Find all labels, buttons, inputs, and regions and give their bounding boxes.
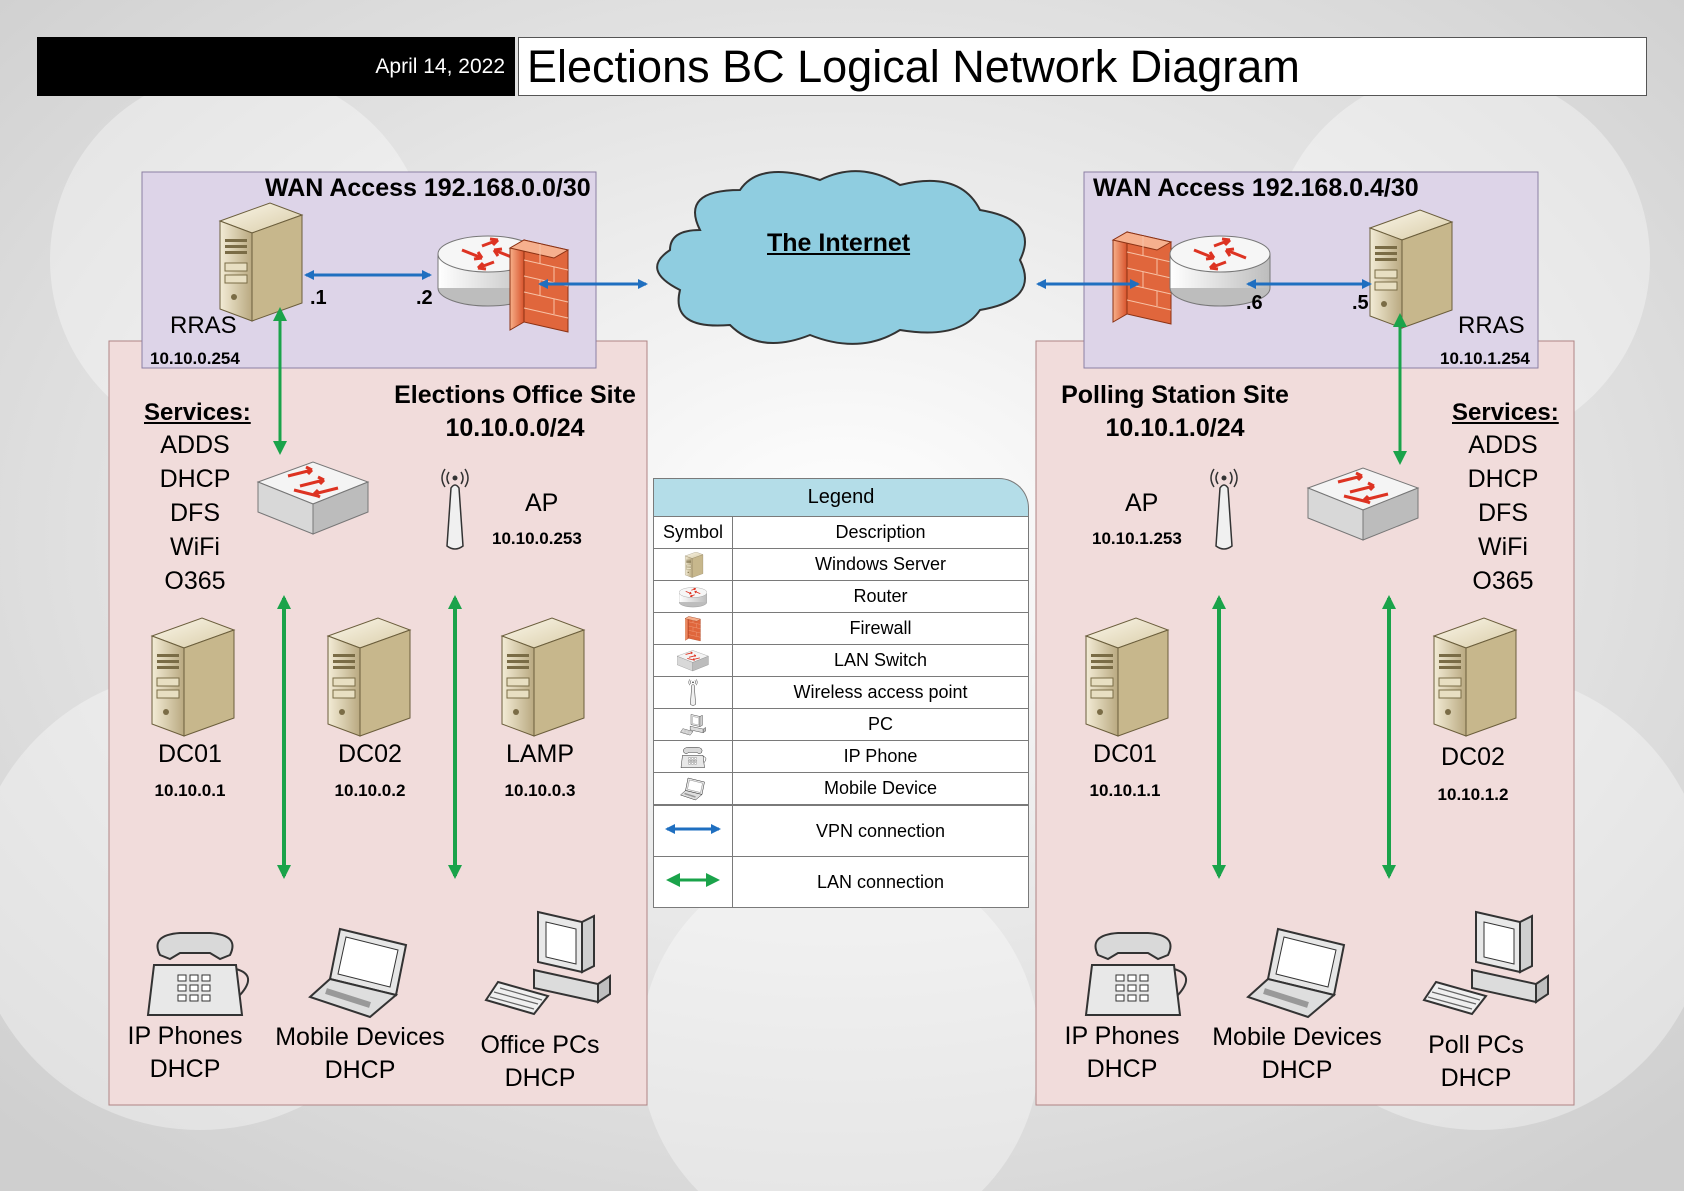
left-dc01-ip: 10.10.0.1 — [154, 781, 226, 800]
page-title: Elections BC Logical Network Diagram — [518, 37, 1647, 96]
legend-row-label: LAN Switch — [732, 644, 1029, 677]
right-service-item: WiFi — [1478, 533, 1528, 561]
left-service-item: DHCP — [159, 465, 231, 493]
legend: Legend Symbol Description Windows Server… — [653, 478, 1029, 805]
right-service-item: O365 — [1472, 567, 1534, 595]
left-dc01-server-icon — [151, 617, 235, 737]
title-date: April 14, 2022 — [37, 37, 515, 96]
legend-router-icon — [653, 580, 733, 613]
left-mobile-devices-sub: DHCP — [324, 1056, 396, 1084]
right-ap-ip: 10.10.1.253 — [1092, 529, 1182, 548]
right-firewall-icon — [1112, 231, 1172, 325]
legend-row-label: Firewall — [732, 612, 1029, 645]
right-dc01-server-icon — [1085, 617, 1169, 737]
left-service-item: DFS — [170, 499, 220, 527]
left-dc02-server-icon — [327, 617, 411, 737]
right-ip-phones-label: IP Phones — [1064, 1022, 1180, 1050]
right-rras-label: RRAS — [1458, 312, 1525, 339]
legend-server-icon — [653, 548, 733, 581]
right-dc02-ip: 10.10.1.2 — [1437, 785, 1509, 804]
legend-row-label: Windows Server — [732, 548, 1029, 581]
left-service-item: ADDS — [160, 431, 230, 459]
right-dc02-server-icon — [1433, 617, 1517, 737]
lan-arrow-icon — [653, 856, 733, 908]
legend-switch-icon — [653, 644, 733, 677]
left-rras-server-icon — [219, 202, 303, 322]
legend-row-label: Wireless access point — [732, 676, 1029, 709]
right-poll-pcs-sub: DHCP — [1440, 1064, 1512, 1092]
left-lamp-server-icon — [501, 617, 585, 737]
left-rras-label: RRAS — [170, 312, 237, 339]
right-ip-phones-sub: DHCP — [1086, 1055, 1158, 1083]
legend-lan-label: LAN connection — [732, 856, 1029, 908]
right-service-item: DHCP — [1467, 465, 1539, 493]
right-dc02-name: DC02 — [1441, 743, 1505, 771]
left-service-item: WiFi — [170, 533, 220, 561]
right-mobile-devices-label: Mobile Devices — [1212, 1023, 1382, 1051]
right-poll-pcs-label: Poll PCs — [1428, 1031, 1524, 1059]
legend-firewall-icon — [653, 612, 733, 645]
left-dc02-name: DC02 — [338, 740, 402, 768]
left-site-subnet: 10.10.0.0/24 — [445, 414, 585, 442]
internet-label: The Internet — [767, 229, 911, 257]
left-ip-phones-sub: DHCP — [149, 1055, 221, 1083]
right-rras-port: .5 — [1352, 292, 1369, 314]
left-wan-title: WAN Access 192.168.0.0/30 — [265, 174, 591, 202]
left-site-name: Elections Office Site — [394, 381, 636, 409]
right-services-list: ADDS DHCP DFS WiFi O365 — [1448, 428, 1558, 598]
legend-phone-icon — [653, 740, 733, 773]
right-site-name: Polling Station Site — [1061, 381, 1289, 409]
left-mobile-devices-label: Mobile Devices — [275, 1023, 445, 1051]
left-services-title: Services: — [144, 399, 251, 426]
vpn-arrow-icon — [653, 805, 733, 857]
right-rras-ip: 10.10.1.254 — [1440, 349, 1530, 368]
legend-col-description: Description — [732, 516, 1029, 549]
left-firewall-icon — [509, 239, 569, 333]
legend-title: Legend — [653, 478, 1029, 516]
legend-vpn-label: VPN connection — [732, 805, 1029, 857]
left-lamp-name: LAMP — [505, 740, 575, 768]
right-service-item: ADDS — [1468, 431, 1538, 459]
legend-ap-icon — [653, 676, 733, 709]
right-ip-phone-icon — [1085, 932, 1188, 1016]
right-service-item: DFS — [1478, 499, 1528, 527]
legend-col-symbol: Symbol — [653, 516, 733, 549]
left-ap-label: AP — [525, 489, 559, 517]
left-rras-port: .1 — [310, 287, 327, 309]
legend-table: Symbol Description Windows Server Router… — [653, 516, 1029, 805]
right-wan-title: WAN Access 192.168.0.4/30 — [1093, 174, 1419, 202]
legend-pc-icon — [653, 708, 733, 741]
left-dc02-ip: 10.10.0.2 — [334, 781, 406, 800]
legend-connections-table: VPN connection LAN connection — [653, 805, 1029, 908]
legend-row-label: Router — [732, 580, 1029, 613]
left-ip-phones-label: IP Phones — [127, 1022, 243, 1050]
right-mobile-devices-sub: DHCP — [1261, 1056, 1333, 1084]
right-ap-label: AP — [1125, 489, 1159, 517]
right-site-subnet: 10.10.1.0/24 — [1105, 414, 1245, 442]
left-services-list: ADDS DHCP DFS WiFi O365 — [140, 428, 250, 598]
legend-connections: VPN connection LAN connection — [653, 805, 1029, 908]
legend-laptop-icon — [653, 772, 733, 805]
legend-row-label: PC — [732, 708, 1029, 741]
right-rras-server-icon — [1369, 209, 1453, 329]
right-services-title: Services: — [1452, 399, 1559, 426]
right-dc01-ip: 10.10.1.1 — [1089, 781, 1161, 800]
left-dc01-name: DC01 — [158, 740, 222, 768]
left-lamp-ip: 10.10.0.3 — [504, 781, 576, 800]
left-service-item: O365 — [164, 567, 226, 595]
legend-row-label: Mobile Device — [732, 772, 1029, 805]
left-rras-ip: 10.10.0.254 — [150, 349, 240, 368]
right-dc01-name: DC01 — [1093, 740, 1157, 768]
left-office-pcs-sub: DHCP — [504, 1064, 576, 1092]
left-router-port: .2 — [416, 287, 433, 309]
right-router-port: .6 — [1246, 292, 1263, 314]
left-ap-ip: 10.10.0.253 — [492, 529, 582, 548]
left-ip-phone-icon — [147, 932, 250, 1016]
left-office-pcs-label: Office PCs — [480, 1031, 600, 1059]
legend-row-label: IP Phone — [732, 740, 1029, 773]
